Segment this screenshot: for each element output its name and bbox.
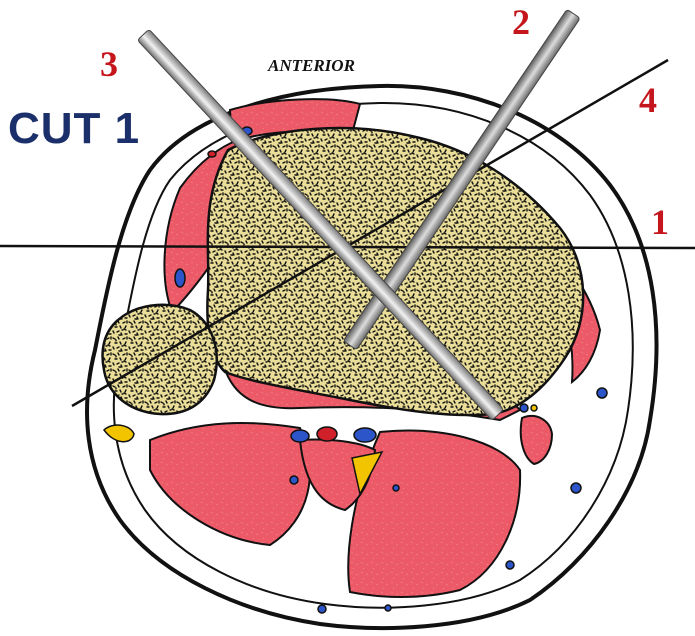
vein-icon xyxy=(520,404,528,412)
cut-number-4: 4 xyxy=(639,82,657,118)
vein-icon xyxy=(175,269,185,287)
vein-icon xyxy=(571,483,581,493)
artery-icon xyxy=(317,427,337,441)
anterior-label: ANTERIOR xyxy=(268,56,355,76)
cut-number-1: 1 xyxy=(651,204,669,240)
figure-title: CUT 1 xyxy=(8,104,140,154)
cut-number-3: 3 xyxy=(100,46,118,82)
vein-icon xyxy=(354,428,376,442)
vein-icon xyxy=(393,485,399,491)
vein-icon xyxy=(318,605,326,613)
vein-icon xyxy=(597,388,607,398)
vein-icon xyxy=(291,430,309,442)
artery-icon xyxy=(531,405,537,411)
cut-number-2: 2 xyxy=(512,4,530,40)
vein-icon xyxy=(506,561,514,569)
artery-icon xyxy=(208,151,216,157)
vein-icon xyxy=(385,605,391,611)
vein-icon xyxy=(290,476,298,484)
fibula xyxy=(103,305,217,414)
